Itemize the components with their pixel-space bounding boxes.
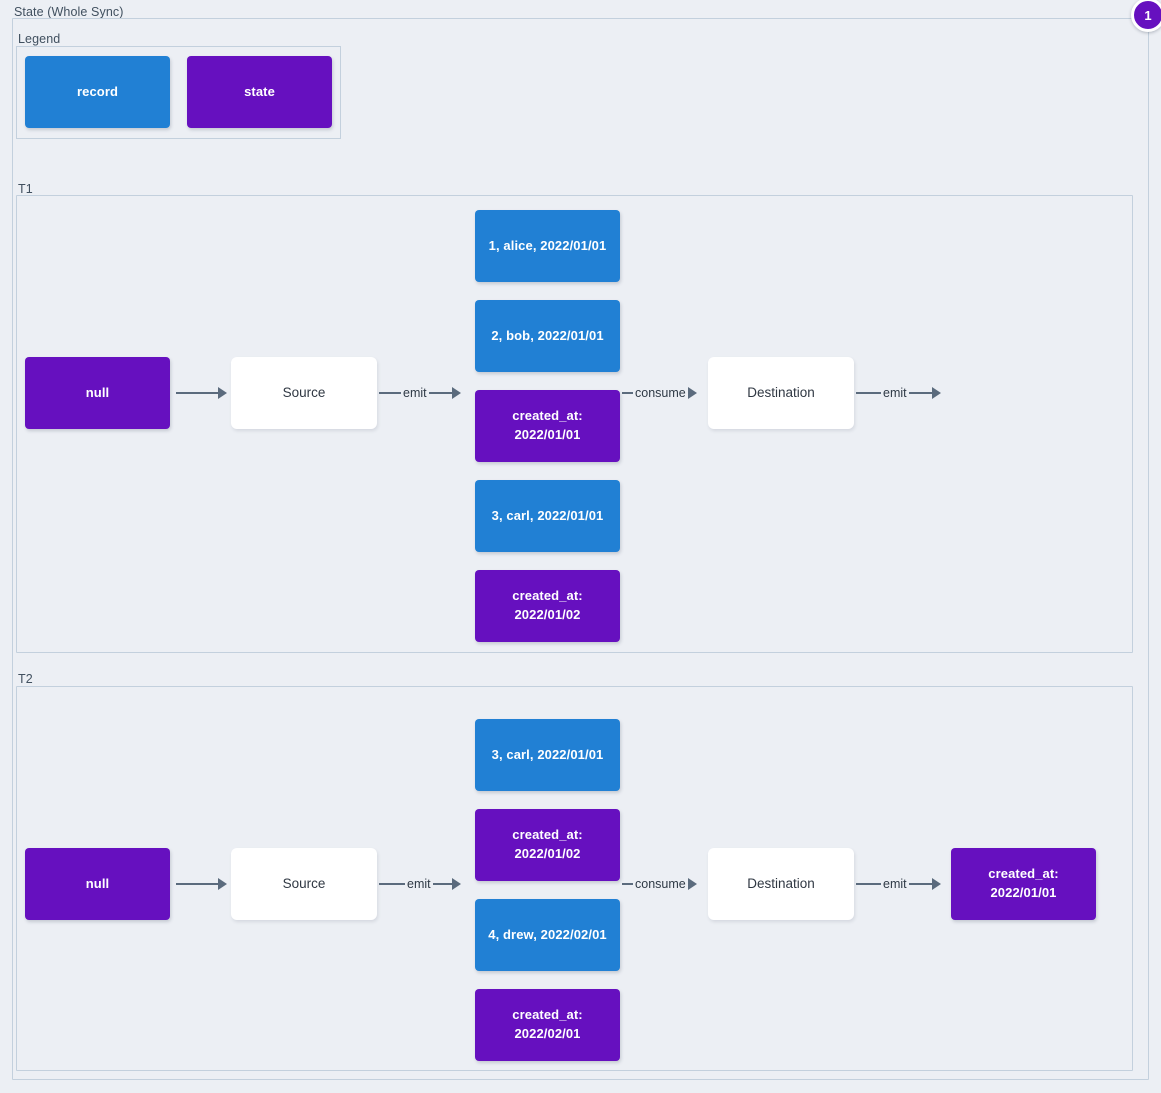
arrow-head-icon (218, 878, 227, 890)
arrow-head-icon (931, 878, 941, 890)
t1-source-node: Source (231, 357, 377, 429)
t2-emitted-item-4: created_at: 2022/02/01 (475, 989, 620, 1061)
legend-swatch-state: state (187, 56, 332, 128)
edge-line (622, 883, 633, 885)
arrow-head-icon (218, 387, 227, 399)
legend-label: Legend (18, 32, 61, 46)
t2-edge-consume: consume (622, 873, 708, 895)
t1-emitted-item-4: 3, carl, 2022/01/01 (475, 480, 620, 552)
edge-label-emit: emit (883, 385, 907, 400)
edge-line (379, 883, 405, 885)
edge-line (908, 883, 933, 885)
edge-line (176, 883, 219, 885)
edge-label-emit: emit (403, 385, 427, 400)
edge-line (856, 883, 881, 885)
t2-emitted-item-2: created_at: 2022/01/02 (475, 809, 620, 881)
t1-emitted-item-2: 2, bob, 2022/01/01 (475, 300, 620, 372)
edge-label-emit: emit (407, 876, 431, 891)
edge-line (428, 392, 453, 394)
edge-line (176, 392, 219, 394)
t2-edge-destination-emit: emit (856, 873, 950, 895)
t1-emitted-item-1: 1, alice, 2022/01/01 (475, 210, 620, 282)
t1-emitted-item-5: created_at: 2022/01/02 (475, 570, 620, 642)
t2-emitted-item-3: 4, drew, 2022/02/01 (475, 899, 620, 971)
group-label-t2: T2 (18, 672, 33, 686)
t2-destination-node: Destination (708, 848, 854, 920)
t1-edge-state-to-source (176, 382, 228, 404)
t2-initial-state: null (25, 848, 170, 920)
page-title: State (Whole Sync) (14, 5, 124, 19)
t1-initial-state: null (25, 357, 170, 429)
t2-edge-source-emit: emit (379, 873, 473, 895)
arrow-head-icon (687, 878, 697, 890)
arrow-head-icon (451, 387, 461, 399)
edge-label-consume: consume (635, 385, 686, 400)
edge-label-emit: emit (883, 876, 907, 891)
t2-source-node: Source (231, 848, 377, 920)
t2-edge-state-to-source (176, 873, 228, 895)
arrow-head-icon (687, 387, 697, 399)
t1-edge-destination-emit: emit (856, 382, 950, 404)
edge-line (908, 392, 933, 394)
t1-destination-node: Destination (708, 357, 854, 429)
t2-final-state: created_at: 2022/01/01 (951, 848, 1096, 920)
edge-line (622, 392, 633, 394)
t1-edge-source-emit: emit (379, 382, 473, 404)
t2-emitted-item-1: 3, carl, 2022/01/01 (475, 719, 620, 791)
edge-line (379, 392, 401, 394)
t1-emitted-item-3: created_at: 2022/01/01 (475, 390, 620, 462)
t1-edge-consume: consume (622, 382, 708, 404)
step-badge[interactable]: 1 (1131, 0, 1161, 32)
arrow-head-icon (931, 387, 941, 399)
arrow-head-icon (451, 878, 461, 890)
edge-line (432, 883, 453, 885)
edge-label-consume: consume (635, 876, 686, 891)
edge-line (856, 392, 881, 394)
group-label-t1: T1 (18, 182, 33, 196)
legend-swatch-record: record (25, 56, 170, 128)
